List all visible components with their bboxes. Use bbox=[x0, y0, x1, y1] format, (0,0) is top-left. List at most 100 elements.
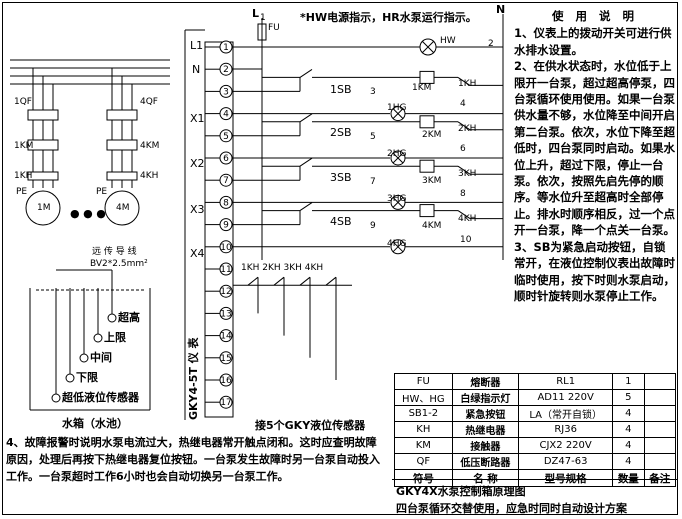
instrument-label: GKY4-5T 仪 表 bbox=[187, 337, 200, 420]
pe-label-4: PE bbox=[96, 187, 108, 197]
cell-qty: 5 bbox=[612, 389, 645, 406]
cell-model: DZ47-63 bbox=[518, 453, 614, 470]
cell-model: AD11 220V bbox=[518, 389, 614, 406]
terminal-8 bbox=[219, 195, 233, 209]
terminal-label-x3: X3 bbox=[190, 203, 205, 216]
usage-instructions: 使 用 说 明 1、仪表上的拨动开关可进行供水排水设置。 2、在供水状态时，水位… bbox=[514, 8, 676, 304]
cell-model: LA（常开自锁） bbox=[518, 405, 614, 422]
caption-title: GKY4X水泵控制箱原理图 bbox=[396, 485, 526, 498]
wire-8-label: 8 bbox=[460, 189, 466, 199]
cell-name: 紧急按钮 bbox=[451, 405, 520, 422]
cell-qty: 4 bbox=[612, 421, 645, 438]
usage-item-2: 2、在供水状态时，水位低于上限开一台泵，超过超高停泵，四台泵循环使用使用。如果一… bbox=[514, 59, 675, 238]
hg-label-4: 4HG bbox=[387, 239, 407, 249]
l1-label: L bbox=[252, 7, 260, 20]
cell-symbol: SB1-2 bbox=[394, 405, 453, 422]
sb-contact bbox=[299, 113, 313, 123]
cell-remark bbox=[643, 453, 677, 470]
km1-motor-label: 1KM bbox=[14, 141, 34, 151]
terminal-label-x1: X1 bbox=[190, 112, 205, 125]
cell-remark bbox=[643, 405, 677, 422]
motor-1-label: 1M bbox=[37, 203, 51, 213]
tank-caption: 水箱（水池） bbox=[62, 417, 128, 430]
kh-alarm-contact bbox=[247, 276, 259, 286]
level-middle: 中间 bbox=[90, 351, 112, 364]
km-coil bbox=[419, 204, 435, 218]
terminal-number: 17 bbox=[220, 398, 231, 408]
motor-4-label: 4M bbox=[116, 203, 130, 213]
hg-lamp-cross bbox=[392, 197, 404, 208]
terminal-13 bbox=[219, 306, 233, 320]
usage-title: 使 用 说 明 bbox=[551, 9, 638, 23]
terminal-number: 3 bbox=[223, 87, 229, 97]
usage-item-3: 3、SB为紧急启动按钮，自锁常开，在液位控制仪表出故障时临时使用，按下时则水泵启… bbox=[514, 239, 675, 303]
cell-model: CJX2 220V bbox=[518, 437, 614, 454]
kh-alarm-contact bbox=[273, 276, 285, 286]
kh-contact bbox=[457, 121, 471, 131]
terminal-7 bbox=[219, 173, 233, 187]
kh-label-2: 2KH bbox=[458, 124, 477, 134]
cell-remark bbox=[643, 421, 677, 438]
terminal-number: 2 bbox=[223, 65, 229, 75]
cell-symbol: KH bbox=[394, 421, 453, 438]
terminal-17 bbox=[219, 395, 233, 409]
cell-remark bbox=[643, 389, 677, 406]
cell-model: RL1 bbox=[518, 373, 614, 390]
cell-name: 接触器 bbox=[451, 437, 520, 454]
terminal-number: 5 bbox=[223, 132, 229, 142]
level-lower: 下限 bbox=[76, 371, 98, 384]
l1-subscript: 1 bbox=[260, 13, 266, 23]
km4-motor-label: 4KM bbox=[140, 141, 160, 151]
terminal-label-l1: L1 bbox=[190, 39, 204, 52]
terminal-2 bbox=[219, 62, 233, 76]
cell-name: 白绿指示灯 bbox=[451, 389, 520, 406]
qf1-label: 1QF bbox=[14, 97, 32, 107]
wire-3-label: 3 bbox=[370, 87, 376, 97]
wire-10-label: 10 bbox=[460, 235, 472, 245]
terminal-label-n: N bbox=[192, 63, 201, 76]
terminal-11 bbox=[219, 262, 233, 276]
level-upper: 上限 bbox=[104, 331, 126, 344]
terminal-label-x2: X2 bbox=[190, 157, 205, 170]
terminal-14 bbox=[219, 329, 233, 343]
cell-model: RJ36 bbox=[518, 421, 614, 438]
terminal-1 bbox=[219, 40, 233, 54]
cell-name: 低压断路器 bbox=[451, 453, 520, 470]
header-remark: 备注 bbox=[643, 469, 677, 487]
n-label: N bbox=[496, 3, 506, 16]
km-label-1: 1KM bbox=[412, 83, 432, 93]
fu-label: FU bbox=[268, 23, 280, 33]
terminal-9 bbox=[219, 218, 233, 232]
wire-4-label: 4 bbox=[460, 99, 466, 109]
terminal-number: 15 bbox=[220, 354, 231, 364]
sb-label-1: 1SB bbox=[330, 83, 352, 96]
wire-spec: BV2*2.5mm² bbox=[90, 259, 148, 269]
kh-label-1: 1KH bbox=[458, 79, 477, 89]
hw-lamp bbox=[419, 38, 437, 56]
drawing-caption: GKY4X水泵控制箱原理图 四台泵循环交替使用，应急时同时自动设计方案 bbox=[396, 483, 627, 517]
km-coil bbox=[419, 115, 435, 129]
cell-symbol: HW、HG bbox=[394, 389, 453, 406]
terminal-number: 7 bbox=[223, 176, 229, 186]
sb-contact bbox=[299, 68, 313, 78]
fuse-symbol bbox=[257, 23, 267, 41]
terminal-6 bbox=[219, 151, 233, 165]
sb-contact bbox=[299, 157, 313, 167]
fault-note: 4、故障报警时说明水泵电流过大，热继电器常开触点闭和。这时应查明故障原因，处理后… bbox=[6, 436, 380, 483]
terminal-strip bbox=[204, 41, 234, 418]
motor-ellipsis: ● ● ● bbox=[70, 207, 106, 220]
cell-symbol: KM bbox=[394, 437, 453, 454]
wire-2-label: 2 bbox=[488, 39, 494, 49]
terminal-number: 13 bbox=[220, 309, 231, 319]
terminal-label-x4: X4 bbox=[190, 247, 205, 260]
wire-5-label: 5 bbox=[370, 132, 376, 142]
pe-label-1: PE bbox=[16, 187, 28, 197]
